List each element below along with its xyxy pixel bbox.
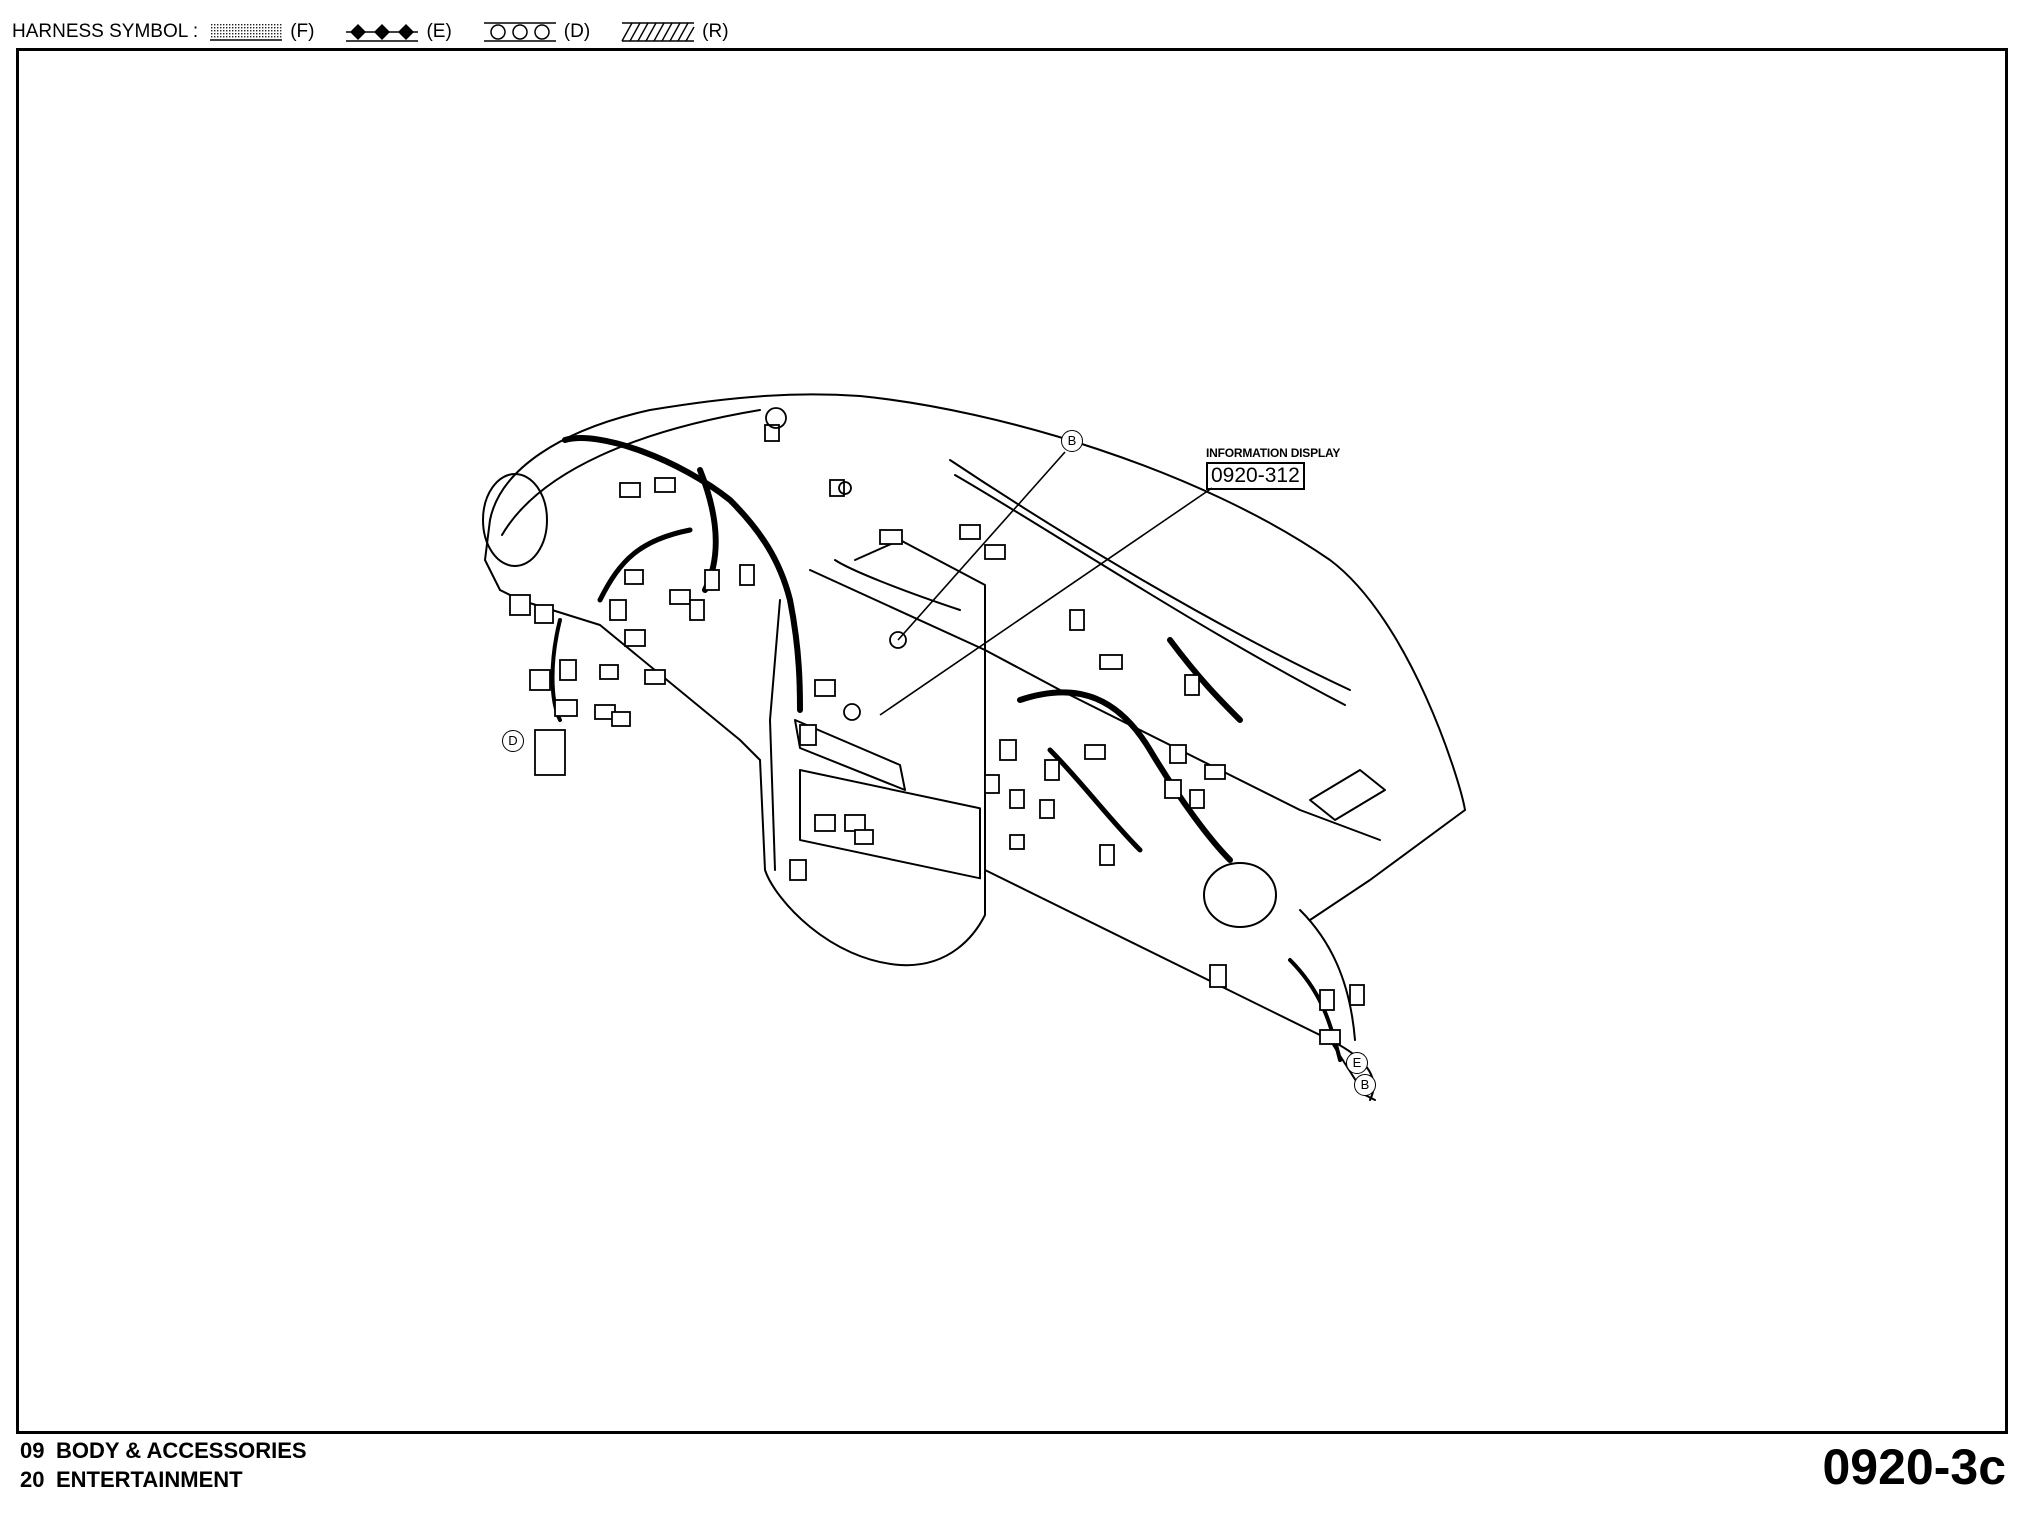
footer-section-number: 09 [20, 1438, 45, 1463]
legend-code-f: (F) [290, 21, 315, 42]
legend-title: HARNESS SYMBOL : [12, 21, 199, 42]
diagram-frame [16, 48, 2008, 1434]
marker-d: D [502, 730, 524, 752]
marker-b-top: B [1061, 430, 1083, 452]
legend-code-r: (R) [702, 21, 729, 42]
harness-symbol-legend: HARNESS SYMBOL : (F) (E) (D) [12, 14, 755, 50]
information-display-label: INFORMATION DISPLAY [1206, 446, 1341, 460]
dotted-harness-symbol-icon [210, 24, 283, 41]
footer-subsection-number: 20 [20, 1467, 45, 1492]
hatched-harness-symbol-icon [621, 22, 695, 42]
footer-subsection-title: ENTERTAINMENT [56, 1467, 243, 1492]
circle-harness-symbol-icon [483, 22, 556, 42]
footer-line-1: 09 BODY & ACCESSORIES [20, 1436, 307, 1465]
connector-group [509, 424, 1365, 1045]
diamond-harness-symbol-icon [346, 24, 419, 42]
legend-code-e: (E) [426, 21, 452, 42]
footer-section-title: BODY & ACCESSORIES [56, 1438, 307, 1463]
leader-line-b [897, 451, 1066, 641]
center-console [759, 759, 986, 967]
information-display-code: 0920-312 [1206, 462, 1305, 490]
section-footer: 09 BODY & ACCESSORIES 20 ENTERTAINMENT [20, 1436, 307, 1494]
legend-code-d: (D) [563, 21, 591, 42]
footer-line-2: 20 ENTERTAINMENT [20, 1465, 307, 1494]
page-code: 0920-3c [1822, 1439, 2007, 1495]
dashboard-outline [489, 393, 1466, 811]
marker-e: E [1346, 1052, 1368, 1074]
leader-line-information-display [879, 487, 1213, 716]
marker-b-bottom: B [1354, 1074, 1376, 1096]
